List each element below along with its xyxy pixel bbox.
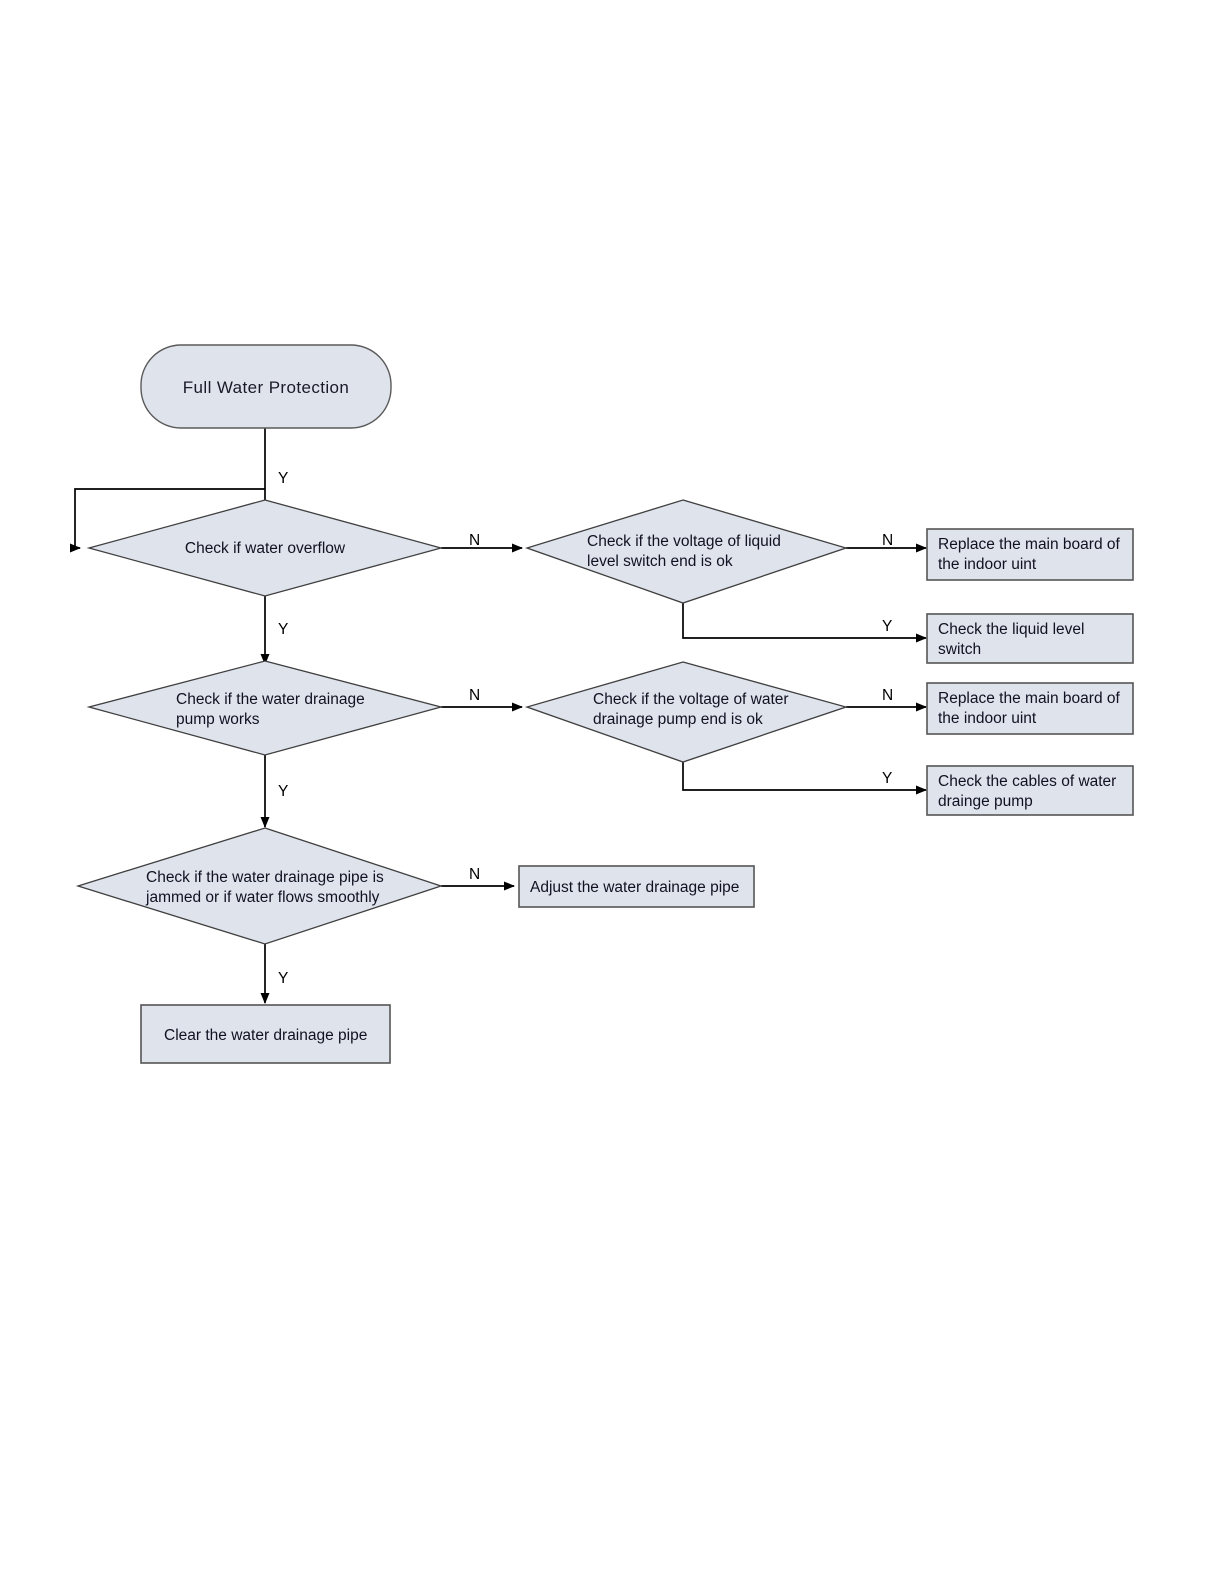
- node-p4-label-line2: drainge pump: [938, 793, 1033, 810]
- node-d2-label-line1: Check if the voltage of liquid: [587, 533, 781, 550]
- node-decision-pump-voltage[interactable]: Check if the voltage of water drainage p…: [524, 661, 849, 763]
- edge-label-d5-y: Y: [278, 970, 288, 987]
- node-p6-label-line1: Clear the water drainage pipe: [164, 1027, 367, 1044]
- node-d4-label-line2: drainage pump end is ok: [593, 711, 763, 728]
- node-process-replace-main-board-1[interactable]: Replace the main board of the indoor uin…: [926, 528, 1134, 581]
- node-d2-label-line2: level switch end is ok: [587, 553, 733, 570]
- node-p4-label-line1: Check the cables of water: [938, 773, 1116, 790]
- node-process-clear-drainage-pipe[interactable]: Clear the water drainage pipe: [140, 1004, 391, 1064]
- edge-loop-back-to-d1: [70, 488, 265, 553]
- edge-label-d2-n: N: [882, 532, 893, 549]
- node-p5-label-line1: Adjust the water drainage pipe: [530, 879, 739, 896]
- node-decision-drainage-pump-works[interactable]: Check if the water drainage pump works: [86, 660, 444, 756]
- edge-label-layer: Y N Y N Y N Y N Y N Y: [278, 470, 893, 987]
- node-p2-label-line2: switch: [938, 641, 981, 658]
- node-d1-label-line1: Check if water overflow: [185, 540, 346, 557]
- node-d3-label-line1: Check if the water drainage: [176, 691, 365, 708]
- edge-label-d4-y: Y: [882, 770, 892, 787]
- connector-layer: [70, 428, 927, 1004]
- node-p3-label-line2: the indoor uint: [938, 710, 1037, 727]
- node-decision-water-overflow[interactable]: Check if water overflow: [86, 499, 444, 597]
- node-start-label: Full Water Protection: [183, 378, 350, 397]
- node-process-adjust-drainage-pipe[interactable]: Adjust the water drainage pipe: [518, 865, 755, 908]
- node-decision-pipe-jammed[interactable]: Check if the water drainage pipe is jamm…: [75, 827, 444, 945]
- node-d5-label-line2: jammed or if water flows smoothly: [145, 889, 380, 906]
- edge-label-d3-n: N: [469, 687, 480, 704]
- node-p3-label-line1: Replace the main board of: [938, 690, 1121, 707]
- node-start-terminal[interactable]: Full Water Protection: [140, 344, 392, 429]
- node-process-replace-main-board-2[interactable]: Replace the main board of the indoor uin…: [926, 682, 1134, 735]
- node-process-check-pump-cables[interactable]: Check the cables of water drainge pump: [926, 765, 1134, 816]
- node-d4-label-line1: Check if the voltage of water: [593, 691, 789, 708]
- node-d3-label-line2: pump works: [176, 711, 260, 728]
- node-d5-label-line1: Check if the water drainage pipe is: [146, 869, 384, 886]
- edge-label-start-y: Y: [278, 470, 288, 487]
- node-p1-label-line1: Replace the main board of: [938, 536, 1121, 553]
- node-process-check-liquid-level-switch[interactable]: Check the liquid level switch: [926, 613, 1134, 664]
- edge-d2-yes-to-p2: [682, 603, 927, 643]
- edge-label-d1-y: Y: [278, 621, 288, 638]
- node-p2-label-line1: Check the liquid level: [938, 621, 1084, 638]
- edge-label-d1-n: N: [469, 532, 480, 549]
- edge-label-d2-y: Y: [882, 618, 892, 635]
- edge-d4-yes-to-p4: [682, 762, 927, 795]
- edge-label-d5-n: N: [469, 866, 480, 883]
- node-p1-label-line2: the indoor uint: [938, 556, 1037, 573]
- node-decision-liquid-switch-voltage[interactable]: Check if the voltage of liquid level swi…: [524, 499, 849, 604]
- edge-label-d3-y: Y: [278, 783, 288, 800]
- edge-label-d4-n: N: [882, 687, 893, 704]
